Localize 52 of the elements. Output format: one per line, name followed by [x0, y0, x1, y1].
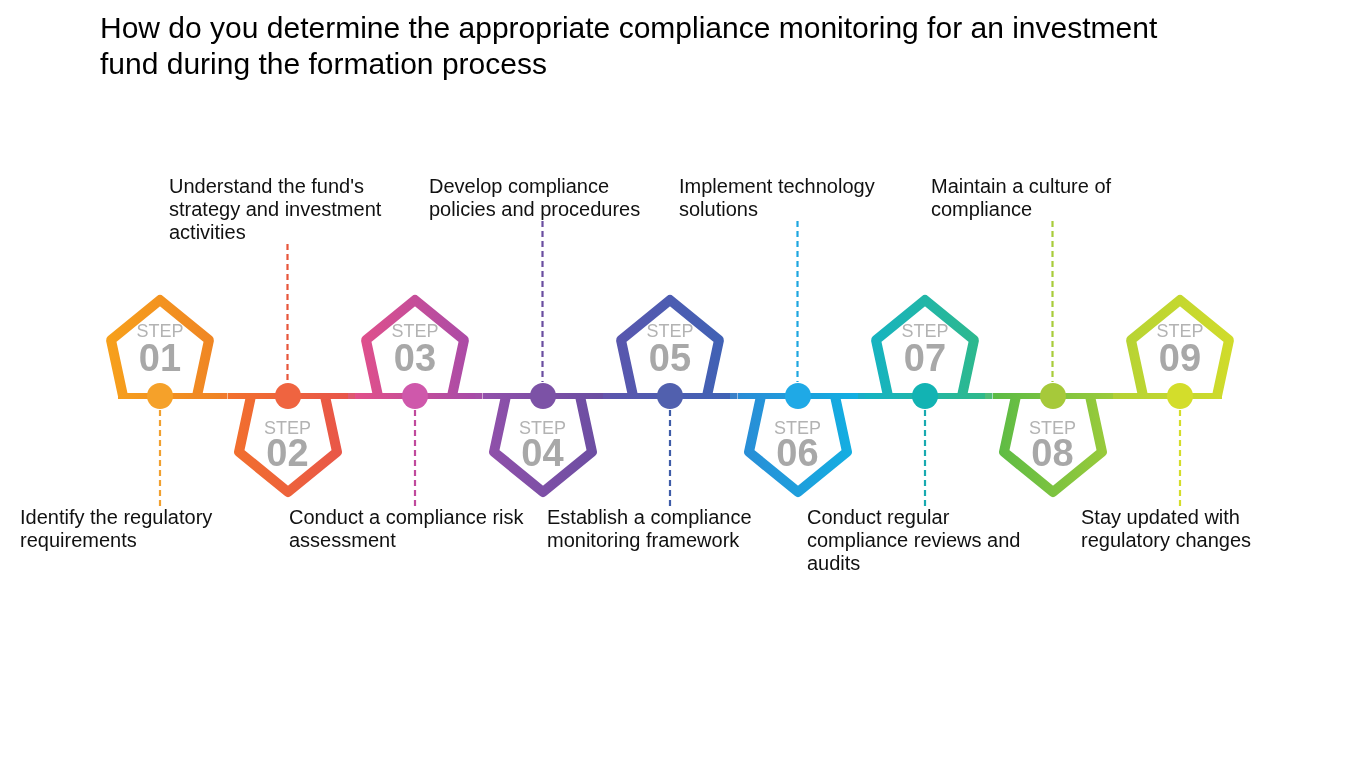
step-number: 07: [903, 339, 947, 377]
step-pentagon: [610, 292, 730, 410]
step-number: 01: [138, 339, 182, 377]
step-pentagon: [482, 382, 603, 500]
timeline-line: [602, 393, 610, 399]
step-pentagon: [355, 292, 475, 410]
step-description: Develop compliance policies and procedures: [429, 175, 642, 221]
timeline-line: [347, 393, 355, 399]
timeline-line: [475, 393, 483, 399]
leader-line: [668, 410, 672, 506]
leader-line: [413, 410, 417, 506]
step-pentagon: [865, 292, 985, 410]
step-label: STEP: [519, 419, 566, 437]
timeline-line: [857, 393, 865, 399]
step-label: STEP: [774, 419, 821, 437]
step-label: STEP: [1156, 322, 1204, 340]
step-number: 06: [776, 434, 819, 472]
step-number: 09: [1158, 339, 1202, 377]
step-pentagon: [227, 382, 348, 500]
step-number: 08: [1031, 434, 1074, 472]
step-description: Establish a compliance monitoring framework: [547, 506, 753, 552]
step-number: 03: [393, 339, 437, 377]
step-label: STEP: [264, 419, 311, 437]
step-pentagon: [992, 382, 1113, 500]
step-number: 02: [266, 434, 309, 472]
step-label: STEP: [901, 322, 949, 340]
leader-line: [923, 410, 927, 506]
leader-line: [286, 244, 289, 382]
step-description: Conduct regular compliance reviews and audits: [807, 506, 1022, 575]
step-label: STEP: [646, 322, 694, 340]
title: How do you determine the appropriate compliance monitoring for an investment fund during the formation process: [100, 10, 1159, 82]
timeline-line: [985, 393, 993, 399]
step-pentagon: [737, 382, 858, 500]
step-label: STEP: [136, 322, 184, 340]
leader-line: [541, 221, 544, 382]
step-number: 04: [521, 434, 564, 472]
step-description: Maintain a culture of compliance: [931, 175, 1113, 221]
leader-line: [158, 410, 162, 506]
step-description: Implement technology solutions: [679, 175, 876, 221]
step-number: 05: [648, 339, 692, 377]
leader-line: [1051, 221, 1054, 382]
step-label: STEP: [391, 322, 439, 340]
timeline-line: [730, 393, 738, 399]
leader-line: [1178, 410, 1182, 506]
step-description: Understand the fund's strategy and investment activities: [169, 175, 383, 244]
timeline-line: [1112, 393, 1120, 399]
step-description: Stay updated with regulatory changes: [1081, 506, 1253, 552]
timeline-line: [220, 393, 228, 399]
step-description: Identify the regulatory requirements: [20, 506, 214, 552]
step-label: STEP: [1029, 419, 1076, 437]
step-description: Conduct a compliance risk assessment: [289, 506, 525, 552]
leader-line: [796, 221, 799, 382]
